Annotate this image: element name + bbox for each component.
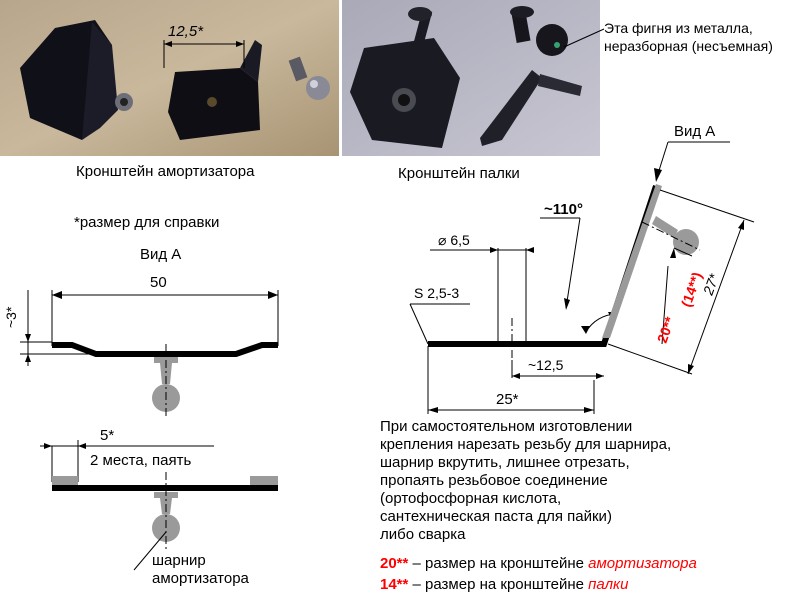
joint-label-line1: шарнир [152, 552, 206, 569]
right-technical-drawing: Вид А ~110° ⌀ 6,5 S 2,5-3 ~12,5 25* 27* [409, 123, 755, 414]
callout-leader [563, 28, 605, 48]
photo-dimension-label: 12,5* [168, 23, 204, 40]
metal-callout-line2: неразборная (несъемная) [604, 38, 773, 54]
edge-dimension: 5* [100, 427, 114, 444]
height-dimension: ~3* [3, 306, 19, 328]
length-dimension: 25* [496, 391, 519, 408]
instruction-line: сантехническая паста для пайки) [380, 508, 612, 525]
instruction-line: (ортофосфорная кислота, [380, 490, 562, 507]
solder-note: 2 места, паять [90, 452, 192, 469]
thickness-dimension: S 2,5-3 [414, 285, 459, 301]
red-dimension-a: 20** [654, 314, 678, 345]
offset-dimension: ~12,5 [528, 357, 564, 373]
legend-code: 14** [380, 576, 409, 593]
reference-note: *размер для справки [74, 214, 220, 231]
left-view-label: Вид А [140, 246, 182, 263]
caption-stick-bracket: Кронштейн палки [398, 165, 520, 182]
hole-dimension: ⌀ 6,5 [438, 232, 470, 248]
angle-dimension: ~110° [544, 201, 583, 218]
photo-shock-bracket: 12,5* [0, 0, 339, 156]
legend-code: 20** [380, 555, 409, 572]
instructions-text: При самостоятельном изготовлении креплен… [380, 418, 671, 544]
left-technical-drawing: 50 ~3* 5* 2 места, паять [3, 274, 279, 571]
width-dimension: 50 [150, 274, 167, 291]
instruction-line: пропаять резьбовое соединение [380, 472, 608, 489]
caption-shock-bracket: Кронштейн амортизатора [76, 163, 255, 180]
slant-dimension: 27* [699, 271, 722, 298]
joint-label-line2: амортизатора [152, 570, 249, 587]
instruction-line: шарнир вкрутить, лишнее отрезать, [380, 454, 630, 471]
legend-stick: 14** – размер на кронштейне палки [380, 576, 628, 593]
photo-stick-bracket [342, 0, 600, 156]
legend-shock: 20** – размер на кронштейне амортизатора [380, 555, 697, 572]
legend-emphasis: амортизатора [588, 555, 697, 572]
right-view-label: Вид А [674, 123, 715, 140]
legend-emphasis: палки [588, 576, 629, 593]
legend-text: – размер на кронштейне [408, 576, 589, 593]
instruction-line: При самостоятельном изготовлении [380, 418, 633, 435]
instruction-line: крепления нарезать резьбу для шарнира, [380, 436, 672, 453]
metal-callout-line1: Эта фигня из металла, [604, 20, 753, 36]
instruction-line: либо сварка [380, 526, 466, 543]
legend-text: – размер на кронштейне [408, 555, 589, 572]
